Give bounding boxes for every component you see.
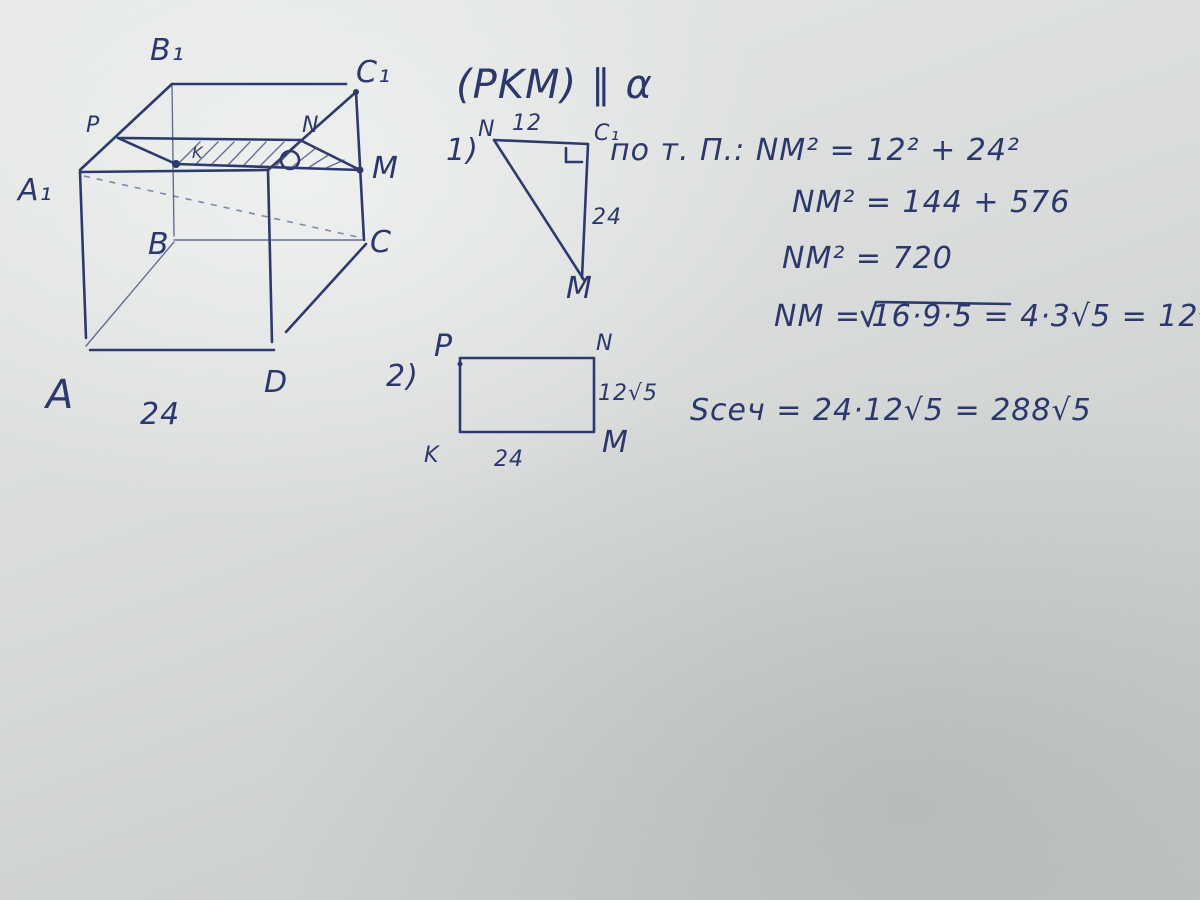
rectangle-drawing: 2) P N K M 12√5 24 bbox=[386, 329, 658, 472]
label-c1: C₁ bbox=[356, 55, 391, 90]
point-c1 bbox=[353, 89, 359, 95]
condition-text: (PKM) ∥ α bbox=[456, 62, 653, 108]
edge-c1c bbox=[354, 90, 366, 242]
area-result: Sсеч = 24·12√5 = 288√5 bbox=[690, 393, 1092, 428]
triangle-drawing: 1) N 12 C₁ 24 M bbox=[446, 111, 622, 306]
section-pn bbox=[116, 136, 302, 142]
label-b: B bbox=[148, 227, 170, 262]
section-pk bbox=[116, 136, 178, 166]
rect-label-p: P bbox=[434, 329, 453, 364]
rect-label-side-right: 12√5 bbox=[598, 381, 658, 406]
edge-a1b1 bbox=[78, 82, 174, 172]
rect-label-m: M bbox=[602, 425, 629, 460]
section-nm bbox=[298, 138, 362, 172]
label-edge-length: 24 bbox=[140, 397, 180, 432]
label-a1: A₁ bbox=[16, 173, 53, 208]
radical-sign bbox=[860, 300, 1012, 328]
point-m bbox=[356, 166, 364, 174]
triangle-top bbox=[492, 138, 590, 146]
work-line-2: NM² = 144 + 576 bbox=[792, 185, 1070, 220]
triangle-hyp bbox=[492, 138, 586, 282]
right-angle-mark bbox=[564, 146, 584, 164]
label-p: P bbox=[86, 113, 100, 138]
label-n: N bbox=[302, 113, 319, 138]
label-m: M bbox=[372, 151, 399, 186]
triangle-label-n: N bbox=[478, 117, 495, 142]
rect-label-side-bottom: 24 bbox=[494, 447, 524, 472]
diagonal-a1c bbox=[83, 175, 363, 239]
section-hatching bbox=[179, 141, 345, 169]
step-1-label: 1) bbox=[446, 133, 479, 168]
triangle-label-12: 12 bbox=[512, 111, 542, 136]
triangle-right bbox=[580, 142, 590, 280]
label-d: D bbox=[264, 365, 288, 400]
edge-dc bbox=[284, 242, 368, 334]
triangle-label-24: 24 bbox=[592, 205, 622, 230]
work-line-4: NM = 16·9·5 = 4·3√5 = 12√5 bbox=[774, 299, 1200, 334]
cube-drawing: B₁ C₁ P A₁ K N M B C A D 24 bbox=[16, 33, 399, 432]
label-b1: B₁ bbox=[150, 33, 185, 68]
edge-a1d1 bbox=[78, 168, 270, 174]
section-km bbox=[174, 162, 362, 172]
rect-label-n: N bbox=[596, 331, 613, 356]
point-k bbox=[172, 160, 180, 168]
work-line-1: по т. П.: NM² = 12² + 24² bbox=[610, 133, 1020, 168]
work-line-4-radicand: 16·9·5 bbox=[872, 299, 973, 334]
edge-a1a bbox=[78, 170, 88, 340]
label-c: C bbox=[370, 225, 392, 260]
work-line-3: NM² = 720 bbox=[782, 241, 953, 276]
point-o-mark bbox=[279, 149, 301, 171]
rect-corner-p bbox=[457, 361, 463, 367]
edge-ab bbox=[85, 241, 175, 347]
step-2-label: 2) bbox=[386, 359, 419, 394]
triangle-label-c1: C₁ bbox=[594, 121, 620, 146]
label-a: A bbox=[43, 372, 74, 418]
edge-b1b bbox=[171, 83, 175, 237]
edge-d1d bbox=[266, 168, 274, 344]
pythagoras-work: по т. П.: NM² = 12² + 24² NM² = 144 + 57… bbox=[610, 133, 1200, 334]
label-k: K bbox=[192, 143, 204, 162]
rect-label-k: K bbox=[424, 443, 440, 468]
work-line-4-prefix: NM = bbox=[774, 299, 872, 334]
triangle-label-m: M bbox=[566, 271, 593, 306]
section-rectangle bbox=[458, 356, 596, 434]
